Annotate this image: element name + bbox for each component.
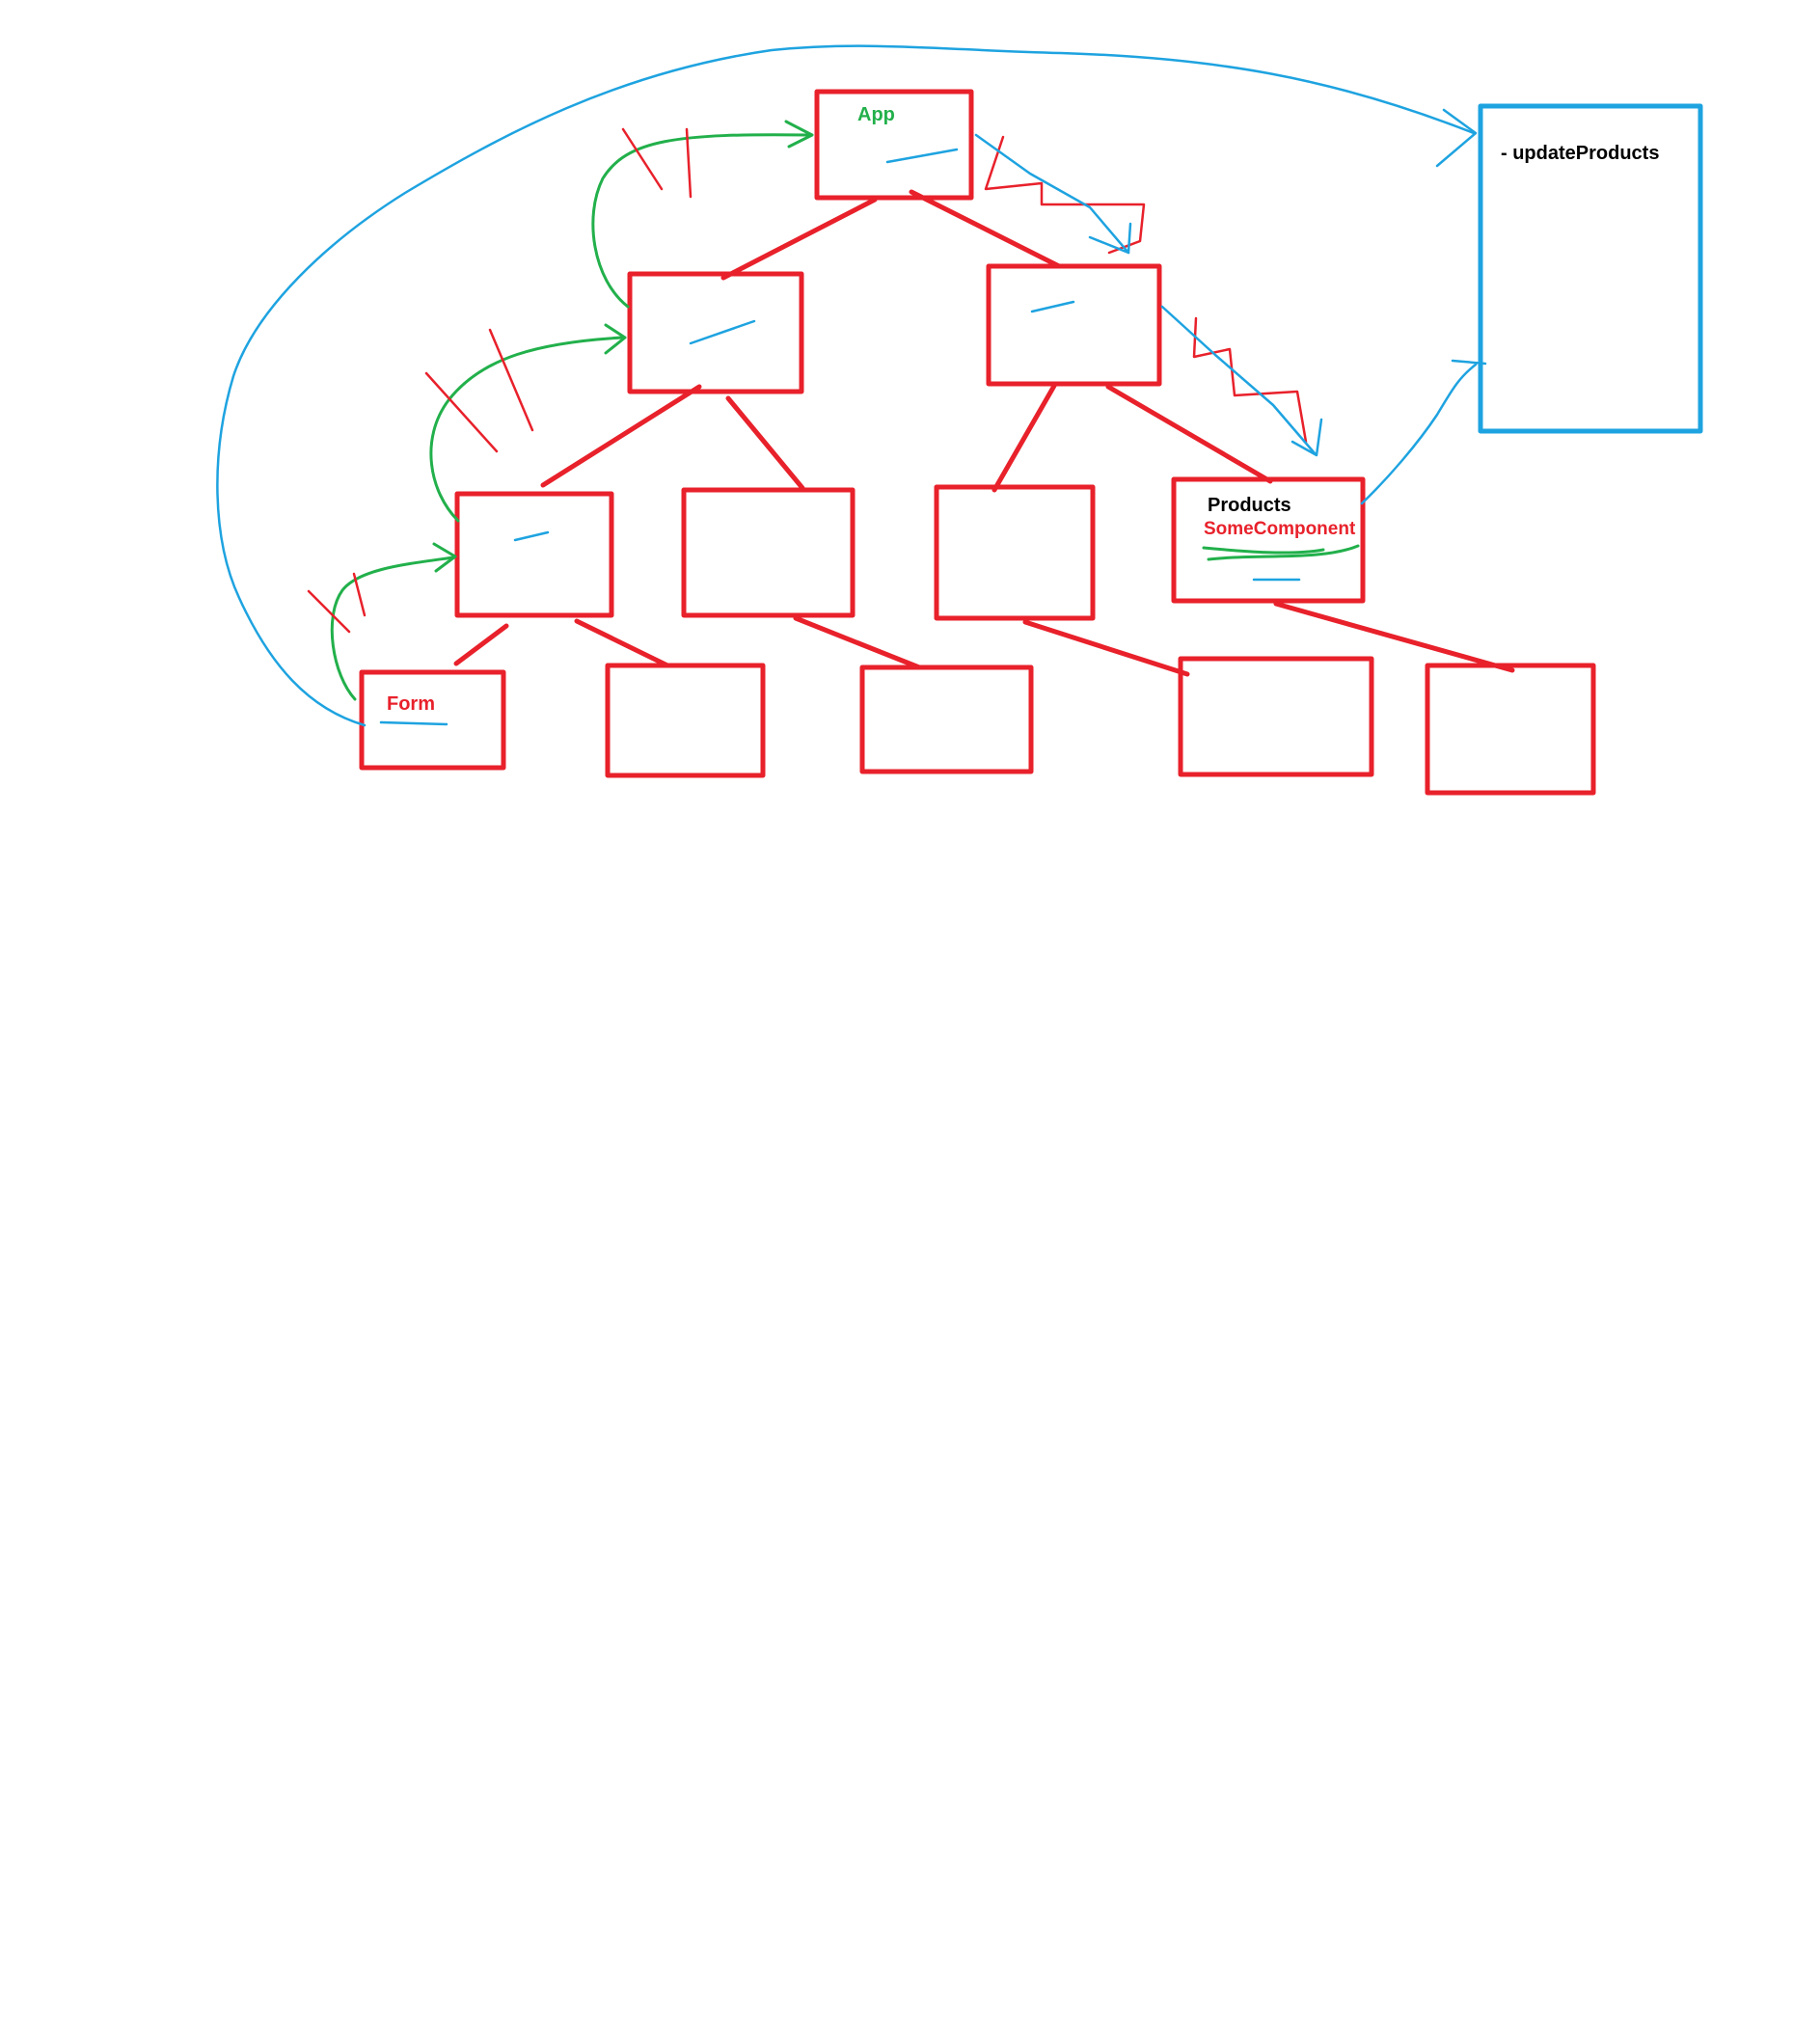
edge-app-left — [720, 197, 878, 281]
left-blue-dash — [689, 319, 756, 345]
blue-arrowhead-right — [1088, 222, 1132, 255]
level2-component-box-2 — [681, 487, 856, 618]
some-component-label: SomeComponent — [1204, 519, 1356, 539]
store-box — [1478, 103, 1703, 434]
tree-edges — [453, 189, 1515, 677]
app-label: App — [857, 104, 895, 125]
blue-arrowhead-store-side — [1451, 359, 1487, 366]
green-arrowhead-2 — [604, 323, 627, 355]
level2-component-box-1 — [454, 491, 614, 618]
strike-mark — [307, 589, 351, 634]
level3-component-box-2 — [605, 663, 766, 778]
edge-left-box2 — [725, 395, 805, 491]
strike-mark — [424, 371, 499, 453]
form-component-box — [359, 669, 506, 771]
zigzag-app-to-right — [984, 135, 1146, 255]
blue-arrow-app-to-right — [974, 133, 1130, 255]
strike-mark — [685, 127, 693, 199]
app-component-box — [814, 89, 974, 201]
edge-box2-child3 — [793, 615, 922, 670]
edge-app-right — [909, 189, 1062, 269]
level1-left-component-box — [627, 271, 804, 394]
blue-curve-products-to-store — [1360, 363, 1478, 505]
level3-component-box-5 — [1425, 663, 1596, 796]
strike-mark — [621, 127, 664, 191]
blue-arrowhead-products — [1290, 418, 1323, 457]
zigzag-right-to-products — [1192, 316, 1308, 444]
strike-mark — [352, 572, 367, 617]
products-underline-green — [1202, 546, 1325, 555]
blocked-marks — [307, 127, 1308, 634]
edge-left-box1 — [540, 384, 702, 488]
store-connections — [216, 44, 1487, 727]
products-underline-green-2 — [1207, 544, 1360, 561]
edge-box1-form — [453, 623, 509, 666]
green-arrowhead-1 — [432, 542, 457, 573]
right-blue-dash — [1030, 300, 1075, 313]
green-arrowhead-3 — [784, 120, 814, 149]
blue-arrowhead-store-top — [1435, 108, 1478, 168]
edge-box3-child4 — [1022, 619, 1190, 677]
green-arrow-left-to-app — [591, 133, 812, 309]
green-arrow-form-to-box1 — [330, 556, 455, 701]
edge-right-box3 — [991, 383, 1057, 493]
green-arrow-box1-to-left — [429, 336, 624, 523]
edge-products-child5 — [1273, 601, 1515, 673]
edge-right-products — [1105, 384, 1273, 484]
blue-arrow-right-to-products — [1160, 305, 1317, 455]
level1-right-component-box — [986, 263, 1162, 387]
products-label: Products — [1208, 495, 1291, 516]
store-method-label: - updateProducts — [1501, 143, 1659, 164]
form-blue-underline — [379, 720, 448, 726]
edge-box1-child2 — [574, 618, 670, 668]
level3-component-box-3 — [859, 664, 1034, 774]
blue-curve-form-to-store — [216, 44, 1476, 727]
strike-mark — [488, 328, 534, 432]
level2-component-box-3 — [934, 484, 1096, 621]
form-label: Form — [387, 693, 435, 715]
level3-component-box-4 — [1178, 656, 1374, 777]
app-blue-dash — [885, 148, 959, 164]
box1-blue-dash — [513, 530, 550, 542]
prop-drilling-arrows — [330, 120, 1360, 701]
